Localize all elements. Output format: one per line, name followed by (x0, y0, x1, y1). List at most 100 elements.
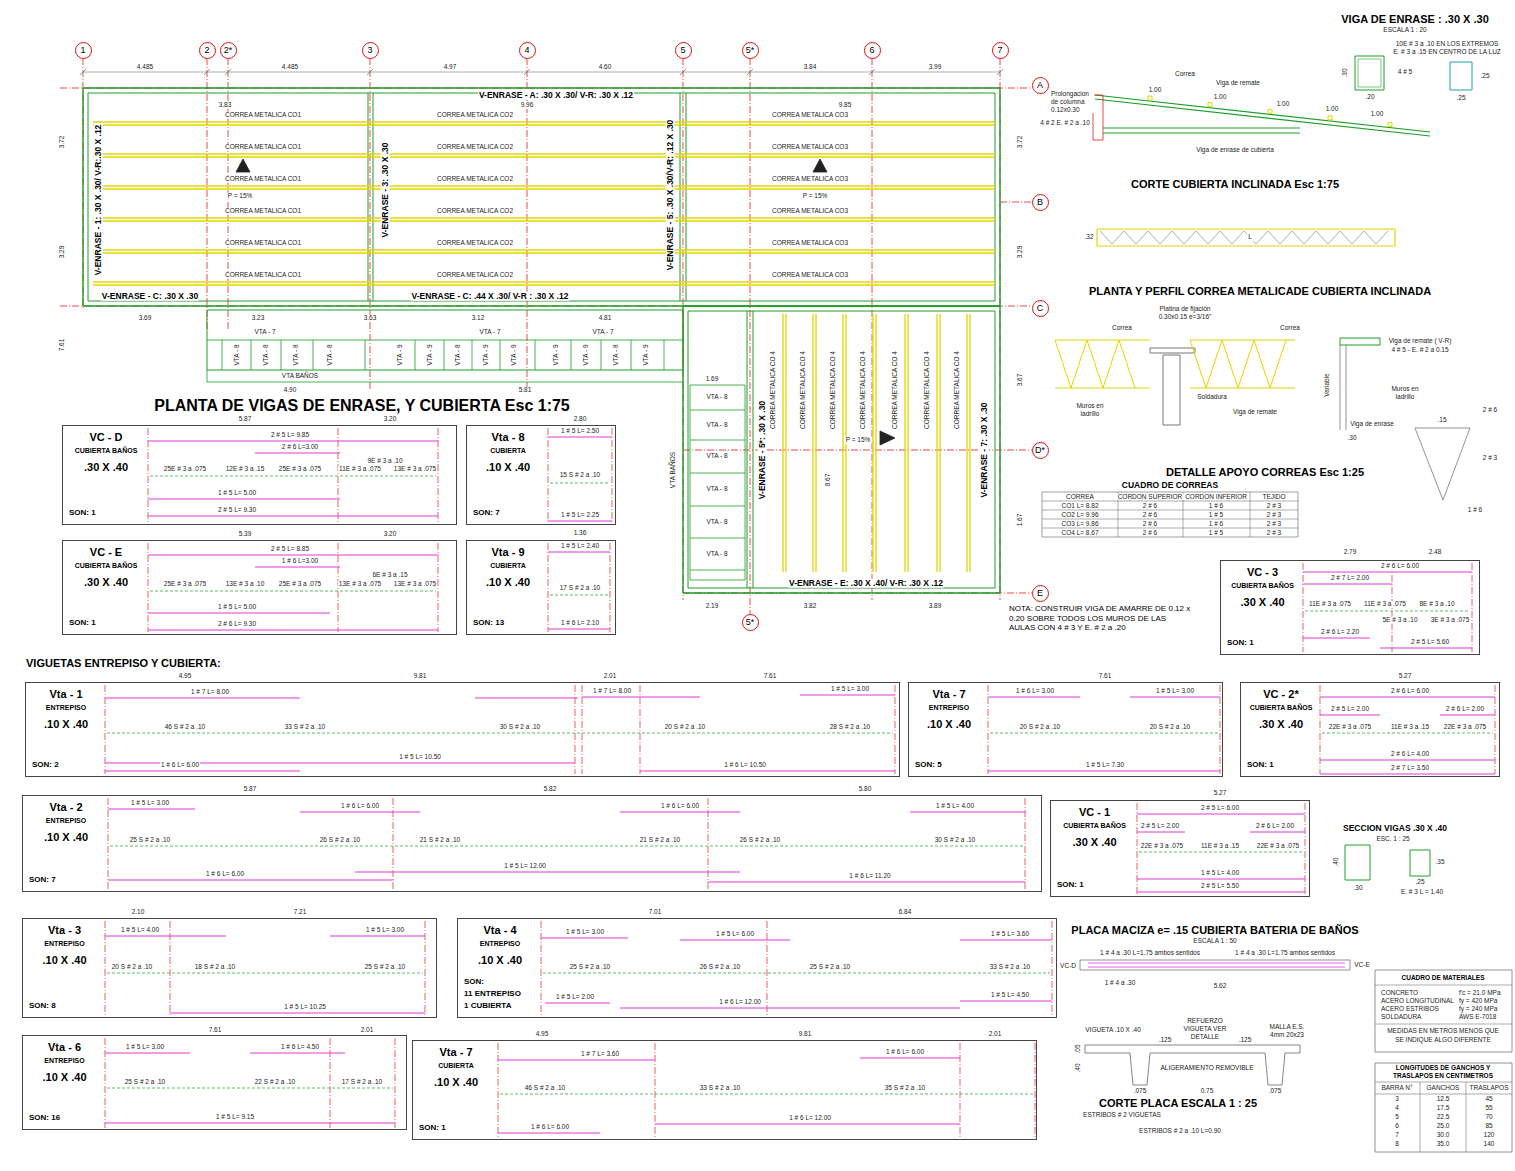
purlin-section (1392, 123, 1393, 127)
rebar-line (988, 770, 1220, 771)
annotation-text: 2 # 6 L= 2.00 (1445, 706, 1485, 713)
grid-bubble: 5* (742, 42, 759, 59)
rebar-line (1088, 967, 1345, 968)
stirrup-outline (1358, 59, 1381, 60)
annotation-text: CORREA METALICA CO3 (771, 112, 849, 119)
grid-bubble: C (1032, 300, 1049, 317)
beam-spec: .30 X .40 (1241, 719, 1321, 730)
joist-outline (690, 385, 745, 386)
beam-spec: .10 X .40 (909, 719, 989, 730)
annotation-text: CORREA METALICA CO 4 (892, 350, 899, 430)
purlin-line (875, 314, 876, 572)
annotation-text: 8E # 3 a .10 (1418, 601, 1455, 608)
beam-count: SON: 1 (1227, 639, 1254, 647)
annotation-text: 85 (1484, 1123, 1493, 1130)
slab-outline (1350, 960, 1351, 970)
stirrup-line (107, 1088, 393, 1089)
axis-line (425, 921, 426, 1015)
annotation-text: 46 S # 2 a .10 (524, 1085, 566, 1092)
plate-outline (1195, 348, 1196, 353)
plate-outline (1150, 348, 1195, 349)
joist-line (690, 410, 745, 411)
joist-line (690, 473, 745, 474)
annotation-text: 1.00 (1370, 111, 1385, 118)
purlin-line (782, 314, 783, 572)
rebar-line (105, 697, 300, 698)
axis-line (1392, 563, 1393, 652)
annotation-text: Variable (1324, 372, 1331, 397)
stirrup-line (550, 483, 610, 484)
beam-outline (1340, 338, 1341, 345)
rebar-line (548, 436, 612, 437)
beam-count: SON: 7 (29, 876, 56, 884)
annotation-text: .40 (1075, 1062, 1082, 1073)
purlin-section (1328, 119, 1332, 120)
table-grid (1375, 1063, 1376, 1152)
annotation-text: CO1 L= 8.82 (1060, 502, 1099, 509)
annotation-text: 1.00 (1213, 94, 1228, 101)
beam-count: SON: 1 (1057, 881, 1084, 889)
rebar-line (1440, 714, 1495, 715)
annotation-text: 17.5 (1436, 1105, 1451, 1112)
annotation-text: CORREA METALICA CO1 (224, 112, 302, 119)
beam-line (368, 93, 369, 301)
annotation-text: 2 # 5 L= 2.00 (1330, 706, 1370, 713)
annotation-text: 3.29 (1017, 245, 1024, 260)
beam-spec: ENTREPISO (909, 704, 989, 711)
annotation-text: 12.5 (1436, 1096, 1451, 1103)
beam-name: Vta - 7 (413, 1047, 499, 1058)
axis-line (767, 921, 768, 1015)
roof-line (1095, 99, 1430, 136)
axis-line (83, 58, 84, 310)
rebar-line (250, 1052, 345, 1053)
beam-name: VC - 1 (1051, 807, 1138, 818)
purlin-section (1268, 109, 1269, 113)
annotation-text: VTA BAÑOS (281, 373, 319, 380)
annotation-text: 25E # 3 a .075 (278, 581, 322, 588)
axis-line (750, 58, 751, 614)
annotation-text: 3.84 (803, 64, 818, 71)
axis-id: 5 (680, 46, 685, 55)
annotation-text: VTA - 7 (253, 329, 276, 336)
annotation-text: VTA - 9 (511, 343, 518, 366)
annotation-text: 1 # 6 L= 11.20 (848, 873, 891, 880)
section-outline (1345, 880, 1370, 881)
annotation-text: 7.61 (208, 1027, 223, 1034)
annotation-text: CORREA METALICA CO3 (771, 208, 849, 215)
annotation-text: 1 # 5 (1208, 529, 1224, 536)
dimension-tick (747, 69, 753, 75)
purlin-line (939, 314, 940, 572)
roof-line (1095, 95, 1430, 132)
annotation-text: GANCHOS (1426, 1085, 1461, 1092)
dimension-tick (80, 69, 86, 75)
axis-line (582, 685, 583, 774)
purlin-outline (1097, 245, 1395, 246)
beam-outline (688, 311, 689, 588)
annotation-text: 120 (1483, 1132, 1496, 1139)
annotation-text: 1 # 5 L= 5.00 (217, 490, 257, 497)
annotation-text: 1 # 5 L= 5.00 (217, 604, 257, 611)
annotation-text: 12E # 3 a .15 (225, 466, 266, 473)
annotation-text: 5.62 (1213, 983, 1228, 990)
stirrup-outline (1410, 850, 1411, 876)
annotation-text: 2.01 (603, 673, 618, 680)
joist-line (664, 340, 665, 370)
annotation-text: CORREA METALICA CO3 (771, 240, 849, 247)
rebar-line (1088, 963, 1345, 964)
annotation-text: 1 # 6 L= 4.50 (280, 1044, 320, 1051)
annotation-text: Viga de remate (1232, 409, 1278, 416)
rebar-line (548, 520, 612, 521)
annotation-text: .25 (1479, 73, 1490, 80)
annotation-text: L (1247, 234, 1253, 241)
beam-name: Vta - 9 (467, 547, 549, 558)
rebar-line (105, 1052, 190, 1053)
annotation-text: 25 S # 2 a .10 (129, 837, 171, 844)
axis-line (988, 685, 989, 774)
annotation-text: VTA - 8 (263, 343, 270, 366)
beam-name: Vta - 6 (23, 1042, 106, 1053)
annotation-text: 2 # 7 L= 2.00 (1330, 575, 1370, 582)
annotation-text: Soldadura (1196, 394, 1228, 401)
axis-line (683, 58, 684, 600)
beam-spec: CUBIERTA (467, 562, 549, 569)
annotation-text: CORREA METALICA CO3 (771, 176, 849, 183)
